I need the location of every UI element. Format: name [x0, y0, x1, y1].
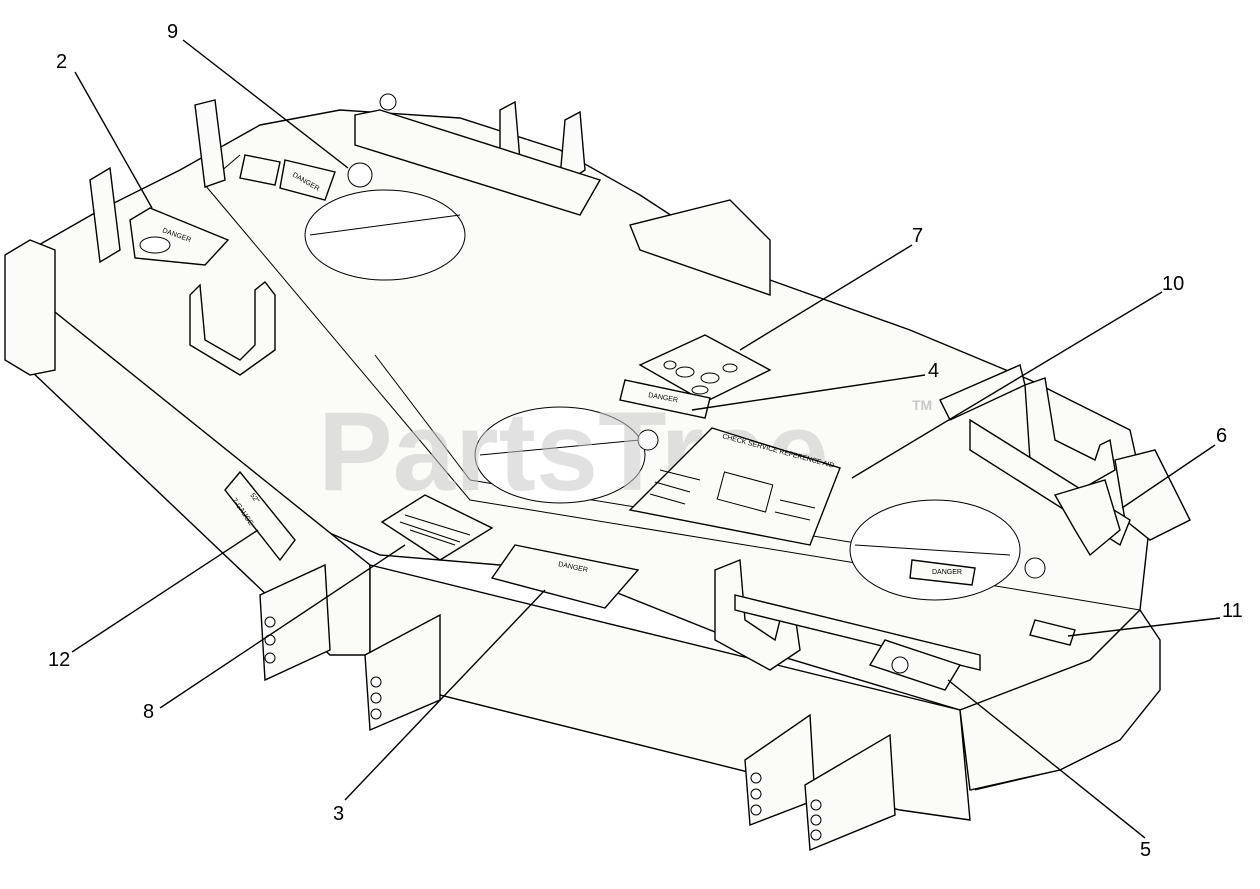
callout-leaders: [71, 39, 1221, 839]
adjustment-holes: [264, 616, 822, 841]
callout-6: 6: [1216, 425, 1227, 447]
callout-12: 12: [48, 649, 70, 671]
decal-8: [380, 494, 494, 561]
decal-3: DANGER: [490, 544, 640, 609]
decal-2: DANGER: [129, 207, 230, 266]
decal-4: DANGER: [619, 379, 711, 419]
callout-5: 5: [1140, 839, 1151, 861]
callout-8: 8: [143, 701, 154, 723]
pivot-stud: [379, 93, 397, 111]
decal-7: [638, 334, 772, 403]
watermark-tm: TM: [912, 397, 932, 413]
decal-6: [1053, 479, 1121, 557]
decal-12-size: 52": [248, 492, 260, 505]
decal-11: [1029, 619, 1076, 646]
callout-2: 2: [56, 51, 67, 73]
callout-4: 4: [928, 360, 939, 382]
callout-10: 10: [1162, 273, 1184, 295]
decals: DANGER DANGER DANGER CHECK SERVICE REFER…: [129, 154, 1121, 691]
callout-7: 7: [912, 225, 923, 247]
callout-3: 3: [333, 803, 344, 825]
spindle-cap-9: [347, 162, 373, 188]
blade-openings: [304, 93, 1046, 601]
spindle-cap-right: [1024, 557, 1046, 579]
decal-9: DANGER: [239, 154, 336, 201]
decal-danger-right-text: DANGER: [932, 569, 962, 576]
callout-numbers: 2 9 7 10 4 6 11 12 8 3 5: [48, 21, 1243, 861]
decal-danger-right: DANGER: [909, 559, 976, 586]
callout-11: 11: [1222, 600, 1243, 622]
decal-5: [868, 639, 962, 691]
callout-9: 9: [167, 21, 178, 43]
spindle-cap-center: [637, 429, 659, 451]
